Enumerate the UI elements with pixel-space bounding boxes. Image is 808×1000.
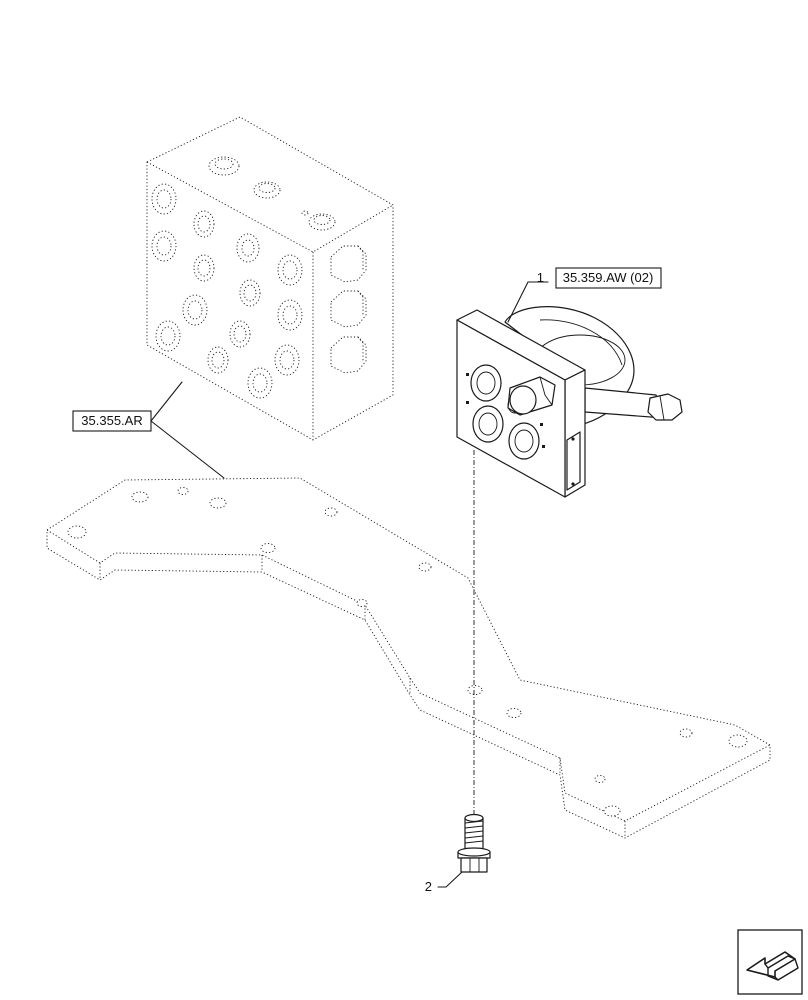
arrow-left-icon[interactable] [737,929,803,995]
valve-block [146,116,394,441]
hex-flange-bolt [457,813,491,873]
valve-block-top-ports [208,156,336,231]
hydraulic-motor-assembly [456,306,683,498]
valve-block-front-ports [151,183,303,399]
reference-callout: 35.355.AR [72,381,225,479]
callout-item-1-ref[interactable]: 35.359.AW (02) [563,270,654,285]
callout-item-1: 1 35.359.AW (02) [507,267,662,323]
callout-item-2: 2 [425,871,463,894]
callout-item-2-number: 2 [425,879,432,894]
callout-item-1-ref-box[interactable] [555,267,662,289]
mounting-bracket [46,477,771,839]
callout-item-1-number: 1 [537,270,544,285]
bracket-holes [67,487,748,817]
valve-block-side-fittings [330,245,367,374]
reference-label[interactable]: 35.355.AR [81,413,142,428]
